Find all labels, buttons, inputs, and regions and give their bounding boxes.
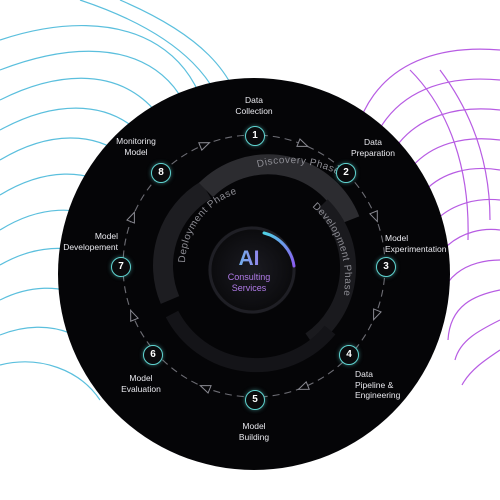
arrow-6 bbox=[130, 309, 139, 322]
step-label-3: Model Experimentation bbox=[385, 233, 447, 254]
step-label-2: Data Preparation bbox=[351, 137, 395, 158]
step-node-5: 5 bbox=[245, 390, 265, 410]
arrow-7 bbox=[126, 211, 135, 224]
center-subtitle: Consulting Services bbox=[227, 272, 271, 293]
step-node-2: 2 bbox=[336, 163, 356, 183]
phase-bands bbox=[153, 154, 360, 373]
step-label-6: Model Evaluation bbox=[121, 373, 161, 394]
step-label-4: Data Pipeline & Engineering bbox=[355, 369, 401, 400]
center-accent-arc bbox=[262, 231, 296, 268]
arrow-4 bbox=[297, 381, 310, 390]
arrow-2 bbox=[369, 210, 378, 223]
step-node-8: 8 bbox=[151, 163, 171, 183]
step-node-1: 1 bbox=[245, 126, 265, 146]
step-node-3: 3 bbox=[376, 257, 396, 277]
arrow-3 bbox=[373, 308, 382, 321]
arrow-1 bbox=[296, 138, 309, 147]
step-label-8: Monitoring Model bbox=[116, 136, 156, 157]
arrow-5 bbox=[199, 385, 212, 394]
step-node-6: 6 bbox=[143, 345, 163, 365]
arrow-8 bbox=[198, 142, 211, 151]
center-title: AI bbox=[219, 248, 279, 270]
step-node-7: 7 bbox=[111, 257, 131, 277]
step-label-5: Model Building bbox=[238, 421, 270, 442]
step-label-1: Data Collection bbox=[235, 95, 273, 116]
lifecycle-arrows bbox=[126, 138, 382, 394]
step-label-7: Model Developement bbox=[63, 231, 118, 252]
center-glow bbox=[208, 226, 296, 314]
center-ring bbox=[208, 226, 296, 314]
step-node-4: 4 bbox=[339, 345, 359, 365]
